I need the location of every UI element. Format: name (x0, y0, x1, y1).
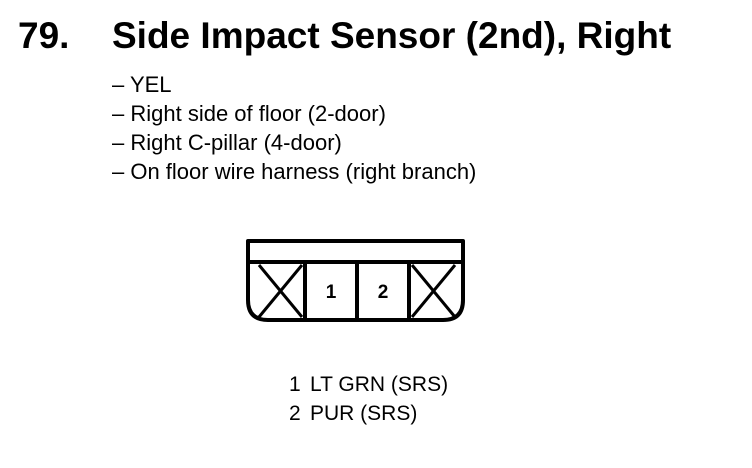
detail-harness: – On floor wire harness (right branch) (112, 159, 477, 184)
terminal-1-label: 1 (326, 282, 337, 303)
connector-housing (246, 239, 465, 322)
component-details: – YEL – Right side of floor (2-door) – R… (112, 70, 476, 186)
section-title: Side Impact Sensor (2nd), Right (112, 15, 672, 56)
pin-assignments: 1 LT GRN (SRS) 2 PUR (SRS) (289, 370, 448, 428)
detail-wire-color: – YEL (112, 72, 172, 97)
pin-row: 2 PUR (SRS) (289, 399, 448, 428)
pin-number: 2 (289, 402, 301, 425)
blank-cavity-right (410, 264, 457, 318)
pin-number: 1 (289, 373, 301, 396)
detail-location-4door: – Right C-pillar (4-door) (112, 130, 342, 155)
detail-location-2door: – Right side of floor (2-door) (112, 101, 386, 126)
pin-wire: PUR (SRS) (310, 402, 418, 425)
terminal-2-label: 2 (378, 282, 389, 303)
section-number: 79. (18, 15, 70, 56)
blank-cavity-left (257, 264, 304, 318)
pin-row: 1 LT GRN (SRS) (289, 370, 448, 399)
page-heading: 79. Side Impact Sensor (2nd), Right (18, 14, 671, 58)
pin-wire: LT GRN (SRS) (310, 373, 449, 396)
